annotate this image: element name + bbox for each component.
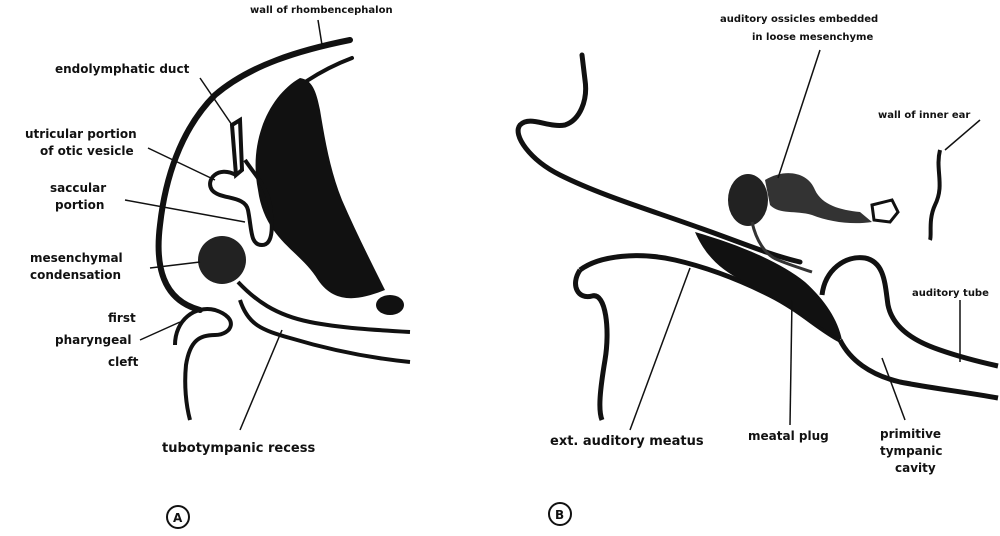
label-first-2: pharyngeal [55,333,131,347]
small-dark-blob [376,295,404,315]
label-endolymphatic-duct: endolymphatic duct [55,62,190,76]
label-wall-inner-ear: wall of inner ear [878,110,970,121]
label-primitive-3: cavity [895,461,936,475]
endolymphatic-duct-shape [232,120,242,175]
panel-b-leader-lines [630,50,980,430]
tympanic-cavity-lower [840,340,998,398]
meatal-plug-shape [695,232,842,340]
first-pharyngeal-cleft-shape [175,309,231,420]
wall-inner-ear-shape [930,150,940,240]
label-auditory-ossicles-2: in loose mesenchyme [752,32,873,43]
label-saccular-2: portion [55,198,104,212]
label-meatal-plug: meatal plug [748,429,829,443]
label-wall-rhombencephalon: wall of rhombencephalon [250,5,393,16]
label-first-1: first [108,311,136,325]
label-tubotympanic-recess: tubotympanic recess [162,441,315,456]
ossicle-malleus [728,174,768,226]
label-first-3: cleft [108,355,139,369]
auricle-lower-loop [576,270,608,420]
ossicle-stapes [872,200,898,222]
rhombencephalon-mass [256,78,385,298]
panel-b-letter: B [555,508,564,522]
label-ext-auditory-meatus: ext. auditory meatus [550,434,704,449]
label-mesenchymal-2: condensation [30,268,121,282]
label-utricular-portion-2: of otic vesicle [40,144,134,158]
label-primitive-2: tympanic [880,444,943,458]
panel-a: wall of rhombencephalon endolymphatic du… [25,5,410,528]
mesenchymal-condensation-shape [198,236,246,284]
panel-a-letter: A [173,511,183,525]
external-ear-outline [518,55,800,262]
label-utricular-portion-1: utricular portion [25,127,137,141]
label-auditory-ossicles-1: auditory ossicles embedded [720,14,878,25]
label-primitive-1: primitive [880,427,941,441]
label-auditory-tube: auditory tube [912,288,989,299]
label-mesenchymal-1: mesenchymal [30,251,123,265]
panel-b: auditory ossicles embedded in loose mese… [518,14,998,525]
ossicle-incus [765,173,872,223]
label-saccular-1: saccular [50,181,106,195]
